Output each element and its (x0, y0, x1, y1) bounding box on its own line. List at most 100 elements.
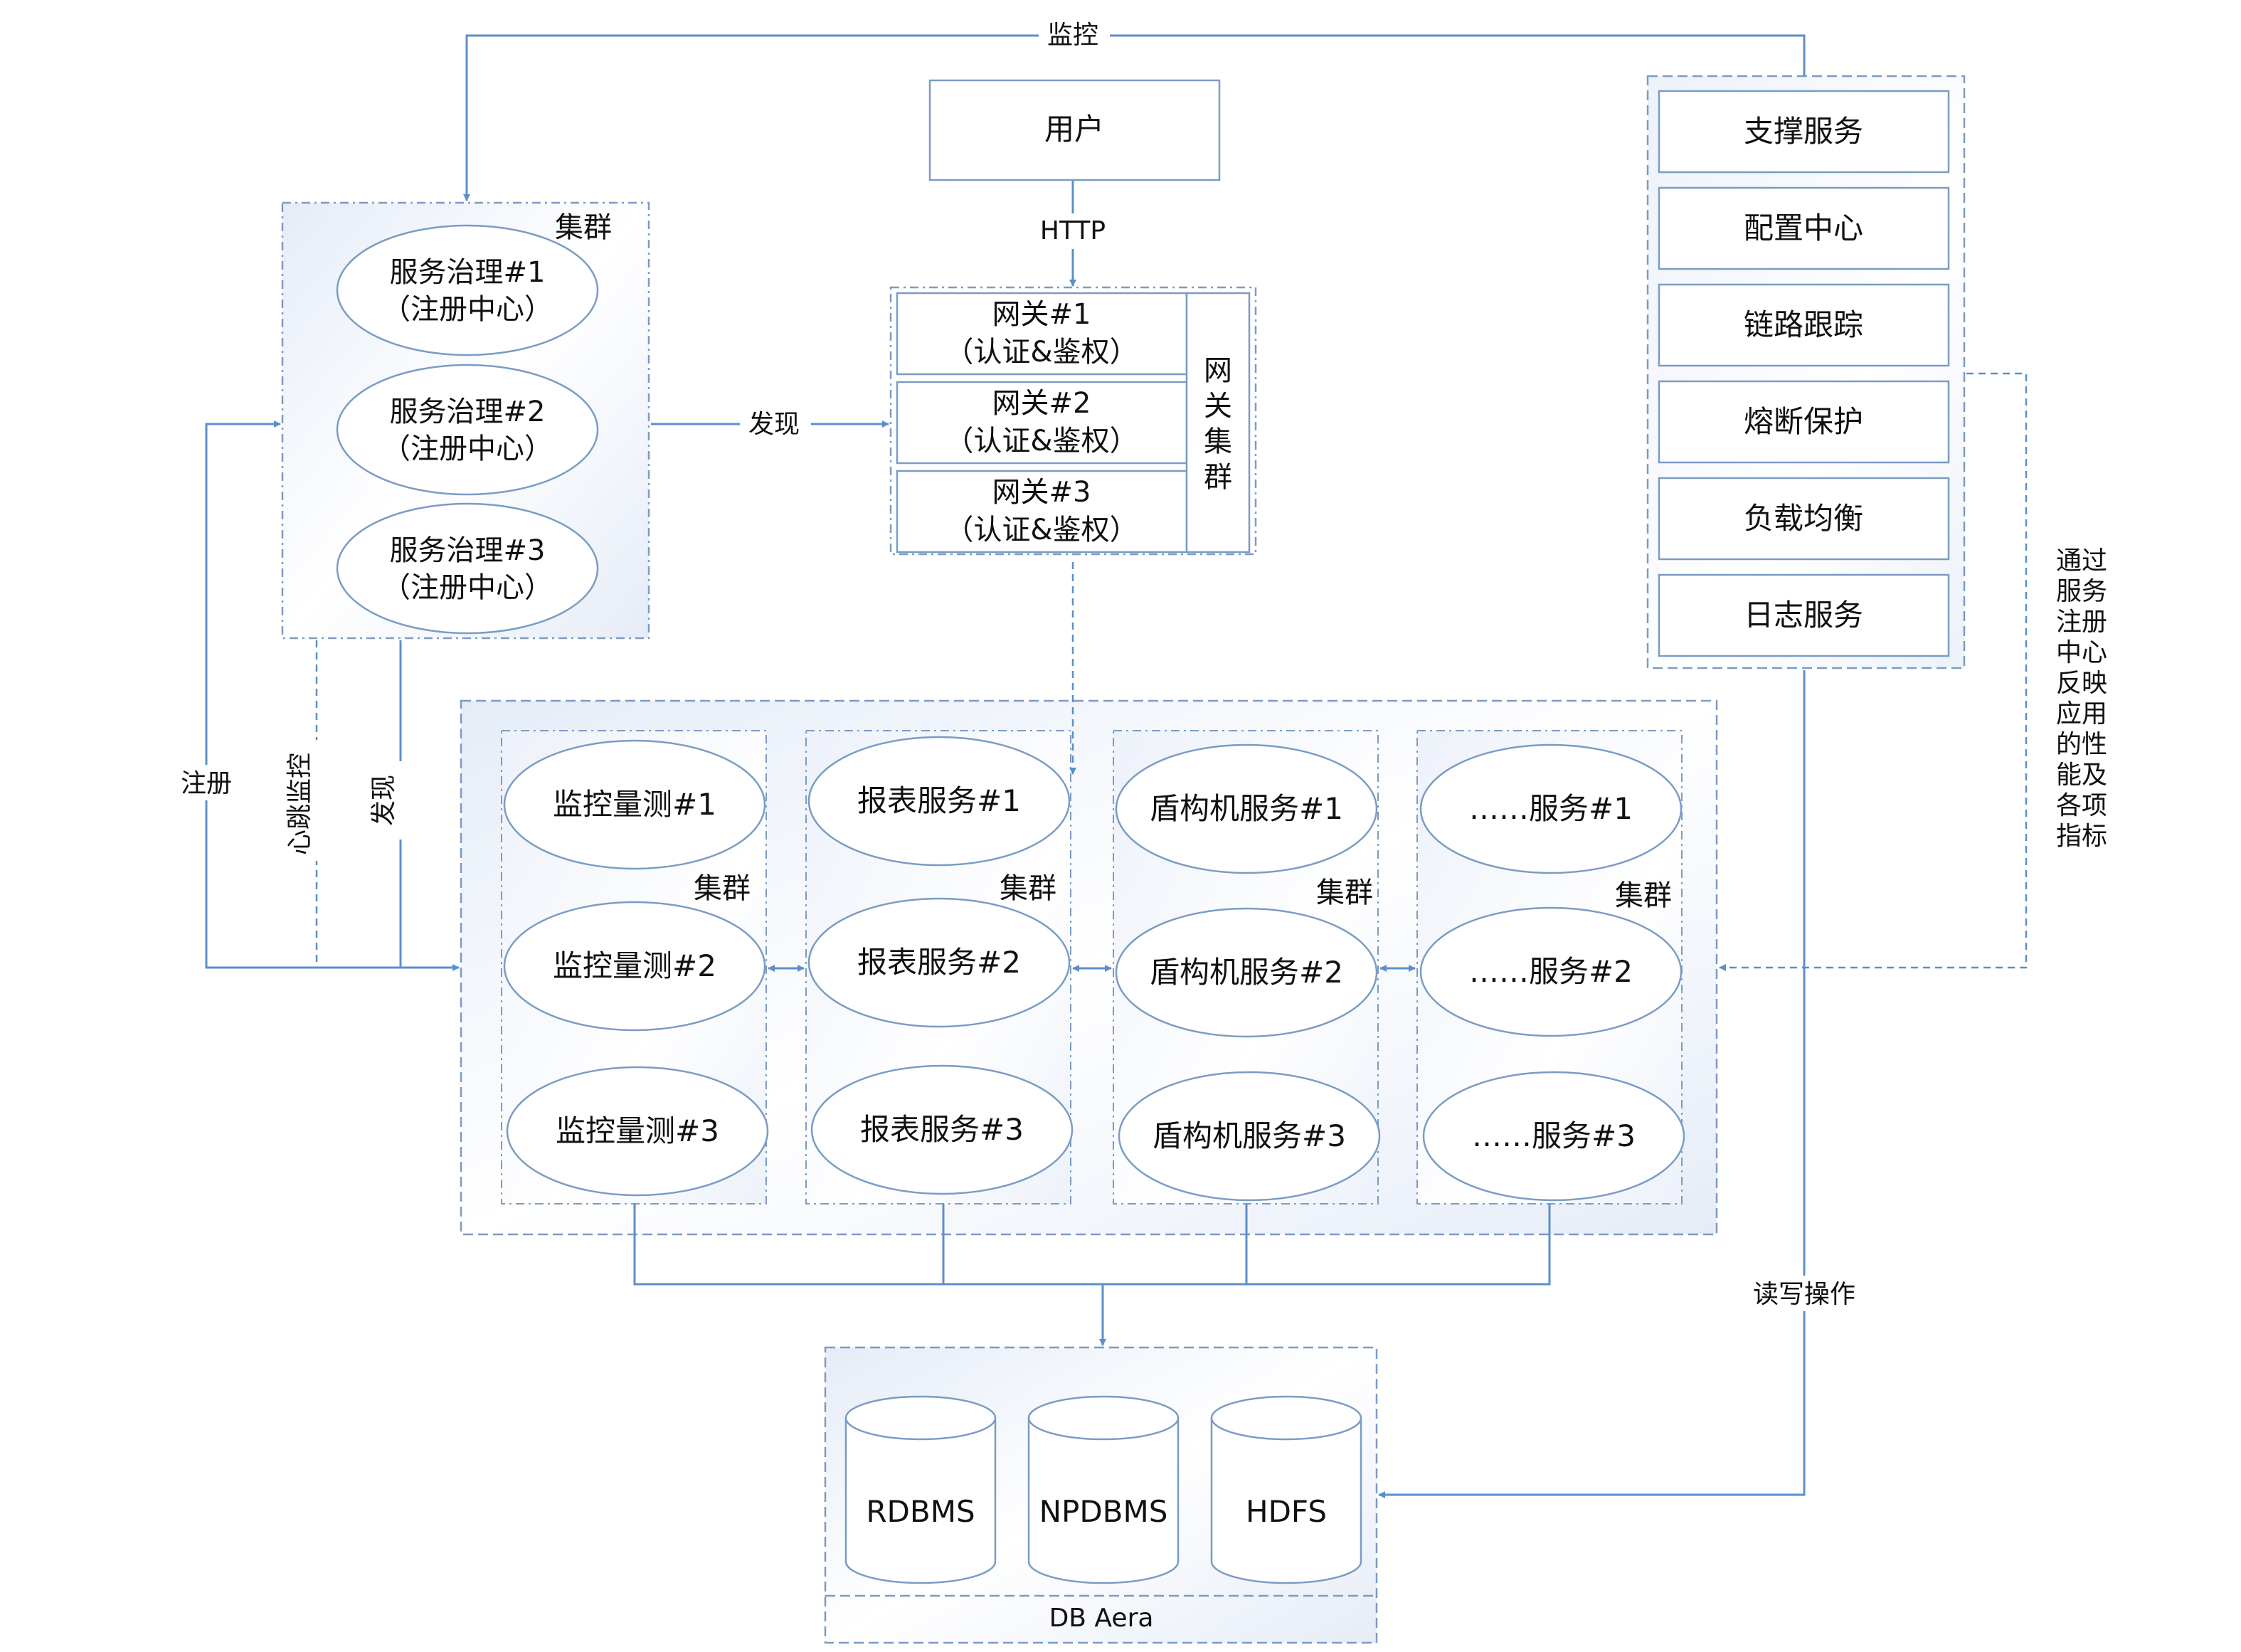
service-node (506, 1066, 769, 1197)
gateway-cluster-char: 集 (1204, 425, 1232, 458)
support-item-1 (1658, 90, 1950, 174)
side-note-line: 各项 (2056, 791, 2107, 820)
gateway-node-3 (896, 470, 1188, 554)
service-cluster-label: 集群 (1316, 877, 1373, 909)
service-node-label: 盾构机服务#3 (1153, 1118, 1346, 1153)
side-note-line: 服务 (2056, 577, 2107, 606)
gateway-cluster-char: 网 (1204, 354, 1232, 387)
service-node-label: 监控量测#3 (556, 1113, 719, 1148)
support-item-5 (1658, 477, 1950, 561)
gateway-cluster-side (1185, 292, 1251, 554)
gateway-cluster-char: 关 (1204, 390, 1232, 423)
gateway-node-title: 网关#3 (992, 476, 1091, 509)
gateway-node-subtitle: （认证&鉴权） (945, 425, 1138, 457)
read-write-label: 读写操作 (1753, 1280, 1855, 1309)
service-node-label: 报表服务#3 (860, 1112, 1024, 1147)
service-node-label: ……服务#2 (1469, 954, 1633, 989)
side-note-line: 能及 (2056, 761, 2107, 790)
gateway-node-title: 网关#2 (992, 387, 1091, 420)
service-node (503, 901, 766, 1032)
support-item-label: 日志服务 (1744, 598, 1863, 632)
gateway-node-2 (896, 381, 1188, 465)
service-cluster-label: 集群 (694, 872, 751, 905)
side-note-line: 注册 (2056, 608, 2107, 637)
side-note-line: 应用 (2056, 699, 2107, 729)
registry-node-2 (336, 364, 599, 496)
service-node (1115, 907, 1378, 1038)
db-cylinder-top (844, 1395, 997, 1441)
service-node (1422, 1071, 1685, 1202)
service-node (807, 736, 1071, 867)
registry-node-1 (336, 224, 599, 356)
discover-services-label: 发现 (369, 775, 398, 826)
db-cylinder-top (1027, 1395, 1180, 1441)
service-node-label: 盾构机服务#2 (1150, 955, 1343, 990)
registry-node-3 (336, 502, 599, 635)
service-node (1419, 743, 1683, 874)
metrics-feedback-edge (1719, 372, 2028, 971)
db-cylinder-top (1210, 1395, 1362, 1441)
service-node-label: 报表服务#1 (857, 783, 1021, 818)
service-node (807, 897, 1071, 1028)
side-note-line: 反映 (2056, 669, 2107, 698)
gateway-cluster-char: 群 (1204, 461, 1232, 494)
service-node (1118, 1071, 1381, 1202)
service-node (810, 1064, 1074, 1195)
support-item-3 (1658, 283, 1950, 367)
register-label: 注册 (181, 769, 232, 798)
side-note-line: 的性 (2056, 730, 2107, 759)
support-item-label: 支撑服务 (1744, 114, 1863, 149)
service-cluster-label: 集群 (1615, 879, 1672, 912)
support-item-2 (1658, 186, 1950, 270)
service-node-label: ……服务#1 (1469, 791, 1633, 826)
gateway-node-subtitle: （认证&鉴权） (945, 514, 1138, 546)
side-note-line: 中心 (2056, 638, 2107, 667)
monitor-edge (463, 34, 1806, 201)
support-item-label: 链路跟踪 (1744, 307, 1863, 342)
service-node-label: 监控量测#1 (553, 787, 716, 822)
registry-node-title: 服务治理#1 (390, 256, 546, 289)
db-bus (633, 1204, 1551, 1286)
registry-node-subtitle: （注册中心） (382, 433, 553, 465)
registry-node-subtitle: （注册中心） (382, 293, 553, 326)
support-item-4 (1658, 380, 1950, 464)
gateway-node-title: 网关#1 (992, 298, 1091, 331)
discover-gateway-label: 发现 (748, 410, 800, 439)
db-cylinder-3 (1210, 1418, 1362, 1584)
service-node (503, 739, 766, 870)
db-cylinder-2 (1027, 1418, 1180, 1584)
registry-node-subtitle: （注册中心） (382, 571, 553, 604)
user-label: 用户 (1044, 112, 1104, 147)
read-write-edge (1378, 670, 1806, 1498)
db-label: NPDBMS (1039, 1494, 1168, 1529)
service-node (1115, 743, 1378, 874)
service-node-label: 报表服务#2 (857, 945, 1021, 980)
service-cluster-label: 集群 (1000, 872, 1056, 905)
db-area-label: DB Aera (1049, 1604, 1154, 1633)
support-item-6 (1658, 573, 1950, 657)
monitor-label: 监控 (1047, 21, 1098, 50)
side-note-line: 指标 (2056, 822, 2107, 851)
support-item-label: 负载均衡 (1744, 501, 1863, 536)
gateway-node-1 (896, 292, 1188, 376)
db-label: HDFS (1246, 1494, 1327, 1529)
side-note-line: 通过 (2056, 546, 2107, 576)
user-box (928, 79, 1221, 181)
gateway-node-subtitle: （认证&鉴权） (945, 336, 1138, 369)
db-label: RDBMS (866, 1494, 975, 1529)
http-label: HTTP (1040, 216, 1106, 245)
registry-node-title: 服务治理#2 (390, 396, 546, 428)
service-node (1419, 906, 1683, 1037)
db-cylinder-1 (844, 1418, 997, 1584)
support-item-label: 熔断保护 (1744, 404, 1863, 439)
service-node-label: 盾构机服务#1 (1150, 791, 1343, 826)
service-node-label: ……服务#3 (1472, 1118, 1636, 1153)
support-item-label: 配置中心 (1744, 211, 1863, 245)
registry-cluster-label: 集群 (555, 211, 612, 244)
registry-node-title: 服务治理#3 (390, 534, 546, 567)
heartbeat-label: 心跳监控 (285, 753, 314, 855)
service-node-label: 监控量测#2 (553, 948, 716, 983)
support-services-box (1646, 75, 1966, 669)
